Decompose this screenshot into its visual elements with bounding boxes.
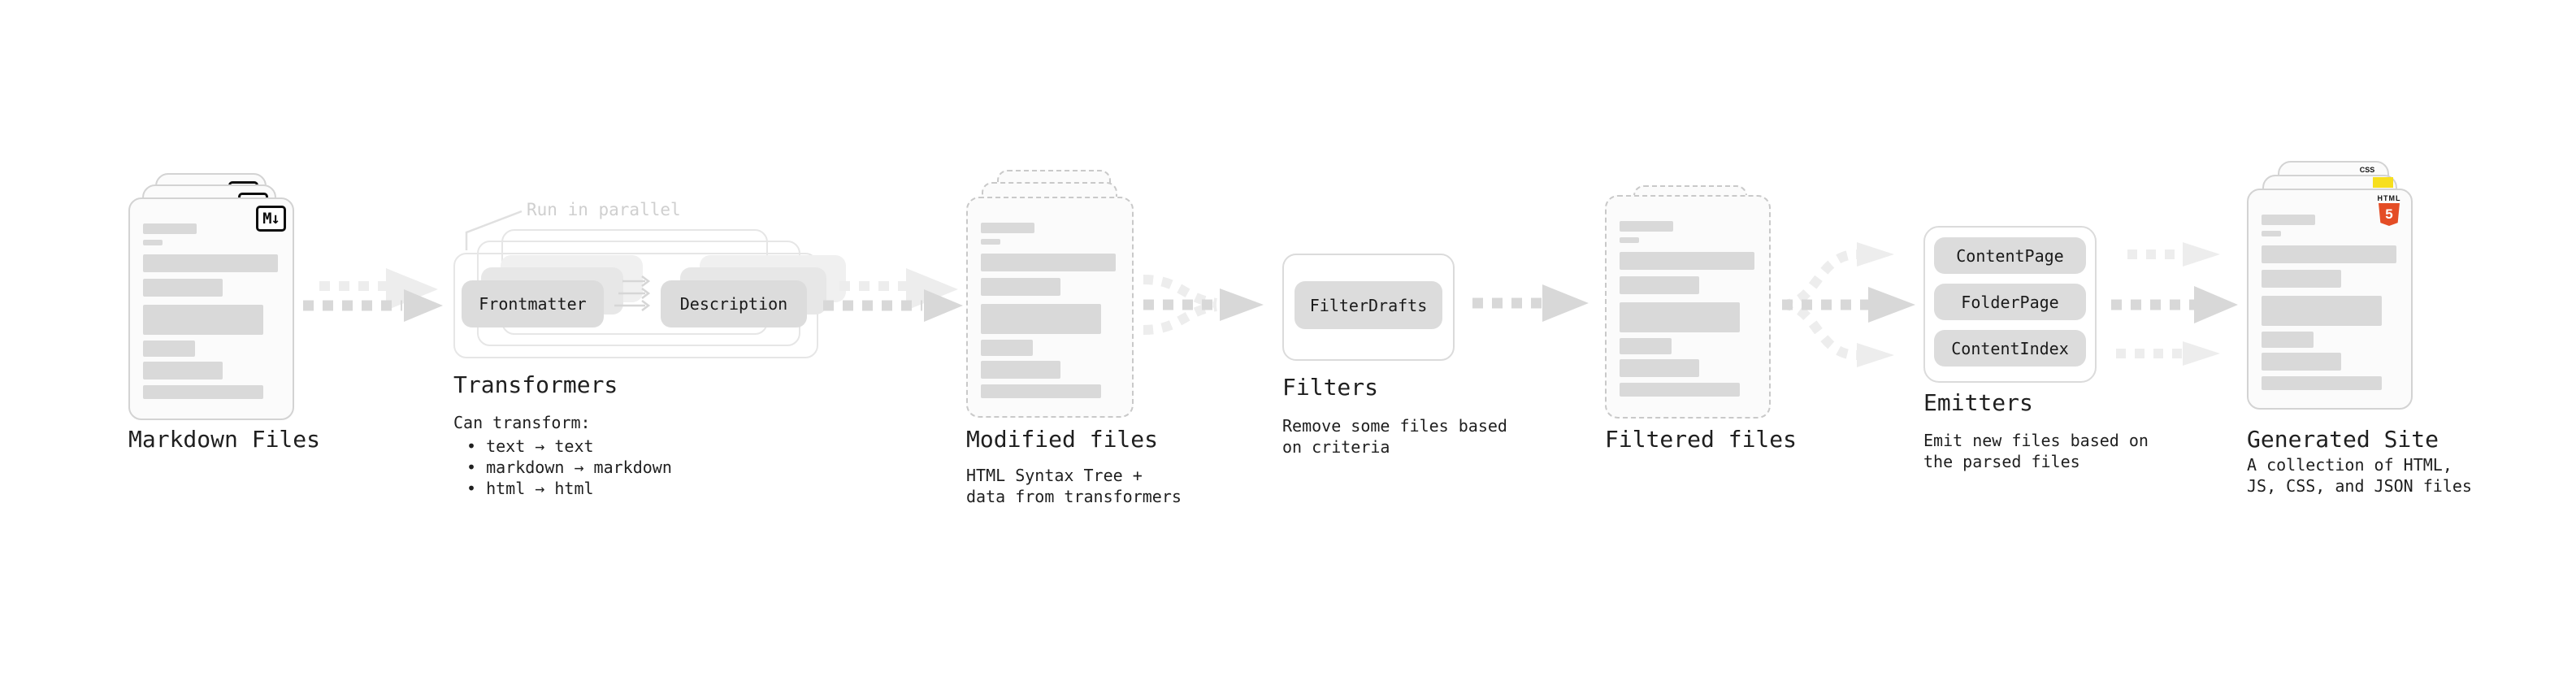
markdown-files-title: Markdown Files <box>128 426 321 453</box>
flow-arrow-merge-into-filters <box>1143 275 1264 335</box>
modified-files-desc: data from transformers <box>966 487 1182 506</box>
modified-files-title: Modified files <box>966 426 1159 453</box>
placeholder-bar <box>143 385 263 399</box>
placeholder-bar <box>2262 296 2382 326</box>
filters-title: Filters <box>1282 374 1379 401</box>
placeholder-bar <box>2262 231 2281 236</box>
parallel-arrows-icon <box>614 275 651 311</box>
placeholder-bar <box>981 384 1101 398</box>
generated-site-desc: JS, CSS, and JSON files <box>2247 476 2472 496</box>
flow-arrow-emitters-to-site <box>2111 242 2238 366</box>
placeholder-bar <box>2262 332 2314 348</box>
placeholder-bar <box>981 239 1000 245</box>
html5-icon: HTML 5 <box>2377 194 2401 226</box>
transformers-heading: Can transform: <box>453 413 591 432</box>
placeholder-bar <box>1620 359 1699 377</box>
js-icon <box>2373 177 2393 188</box>
placeholder-bar <box>143 279 223 297</box>
emitters-desc: the parsed files <box>1923 452 2080 471</box>
placeholder-bar <box>1620 276 1699 294</box>
placeholder-bar <box>2262 215 2315 225</box>
placeholder-bar <box>1620 338 1672 354</box>
filter-chip-filterdrafts: FilterDrafts <box>1295 281 1442 329</box>
placeholder-bar <box>2262 270 2341 288</box>
filters-desc: Remove some files based <box>1282 416 1507 436</box>
transformers-bullet: • text → text <box>466 436 594 456</box>
run-in-parallel-label: Run in parallel <box>527 200 681 219</box>
modified-files-desc: HTML Syntax Tree + <box>966 466 1143 485</box>
placeholder-bar <box>2262 376 2382 390</box>
emitter-chip-contentpage: ContentPage <box>1934 237 2086 274</box>
placeholder-bar <box>143 340 195 357</box>
placeholder-bar <box>2262 245 2396 263</box>
flow-arrow-fanout-to-emitters <box>1781 242 1915 367</box>
flow-arrow-transformers-to-modified <box>823 268 963 322</box>
placeholder-bar <box>981 304 1101 334</box>
emitters-desc: Emit new files based on <box>1923 431 2149 450</box>
placeholder-bar <box>2262 353 2341 371</box>
markdown-file-card-front: M↓ <box>128 197 294 420</box>
filtered-file-card <box>1605 195 1771 419</box>
placeholder-bar <box>1620 383 1740 397</box>
filters-desc: on criteria <box>1282 437 1390 457</box>
emitters-title: Emitters <box>1923 389 2033 416</box>
placeholder-bar <box>981 254 1116 271</box>
transformer-chip-description: Description <box>661 280 807 327</box>
placeholder-bar <box>981 223 1034 233</box>
placeholder-bar <box>1620 221 1673 232</box>
generated-site-desc: A collection of HTML, <box>2247 455 2452 475</box>
placeholder-bar <box>143 223 197 234</box>
html5-number: 5 <box>2385 206 2393 222</box>
placeholder-bar <box>1620 237 1639 243</box>
placeholder-bar <box>1620 252 1754 270</box>
transformers-title: Transformers <box>453 371 618 398</box>
placeholder-bar <box>143 240 163 245</box>
generated-site-title: Generated Site <box>2247 426 2439 453</box>
filtered-files-title: Filtered files <box>1605 426 1798 453</box>
placeholder-bar <box>1620 302 1740 332</box>
flow-arrow-filters-to-filtered <box>1472 284 1589 322</box>
markdown-icon: M↓ <box>256 206 286 232</box>
annotation-connector-line <box>465 210 523 250</box>
transformers-bullet: • markdown → markdown <box>466 458 672 477</box>
transformers-bullet: • html → html <box>466 479 594 498</box>
site-file-card-front: HTML 5 <box>2247 189 2413 410</box>
emitter-chip-folderpage: FolderPage <box>1934 284 2086 320</box>
placeholder-bar <box>143 305 263 335</box>
placeholder-bar <box>981 278 1060 296</box>
placeholder-bar <box>981 361 1060 379</box>
placeholder-bar <box>981 340 1033 356</box>
placeholder-bar <box>143 254 278 272</box>
flow-arrow-markdown-to-transformers <box>303 268 443 322</box>
emitter-chip-contentindex: ContentIndex <box>1934 330 2086 367</box>
placeholder-bar <box>143 362 223 380</box>
modified-file-card <box>966 197 1134 418</box>
transformer-chip-frontmatter: Frontmatter <box>462 280 604 327</box>
